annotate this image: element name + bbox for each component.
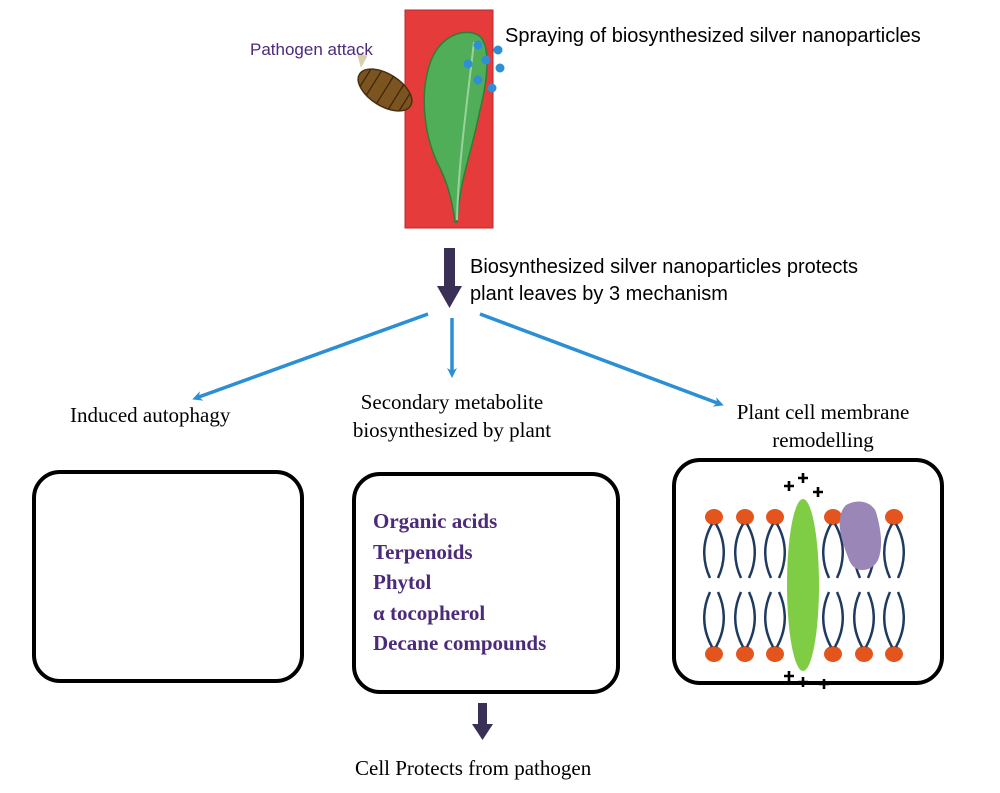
nanoparticle-droplets bbox=[463, 40, 505, 93]
lipid-tail bbox=[703, 591, 714, 648]
metabolite-item: Terpenoids bbox=[373, 539, 473, 564]
membrane-protein bbox=[787, 499, 819, 671]
droplet-icon bbox=[495, 63, 505, 73]
droplet-icon bbox=[487, 83, 497, 93]
lipid-tail bbox=[894, 523, 905, 579]
metabolite-item: Organic acids bbox=[373, 509, 498, 533]
lipid-head bbox=[705, 646, 723, 662]
lipid-head bbox=[736, 509, 754, 525]
membrane-diagram bbox=[703, 473, 905, 689]
mechanism-label: Biosynthesized silver nanoparticles prot… bbox=[470, 254, 858, 308]
secondary-metabolite-label: Secondary metabolite biosynthesized by p… bbox=[352, 388, 552, 444]
lipid-tail bbox=[714, 591, 725, 648]
positive-charge-icon bbox=[784, 671, 794, 681]
lipid-head bbox=[766, 509, 784, 525]
lipid-tail bbox=[853, 591, 864, 648]
lipid-tail bbox=[833, 523, 844, 579]
lipid-tail bbox=[822, 523, 833, 579]
mechanism-line-2: plant leaves by 3 mechanism bbox=[470, 283, 728, 305]
cell-protects-label: Cell Protects from pathogen bbox=[355, 756, 592, 780]
membrane-remodelling-line-2: remodelling bbox=[772, 428, 874, 452]
lipid-tail bbox=[894, 591, 905, 648]
main-down-arrow bbox=[437, 248, 462, 308]
spray-label: Spraying of biosynthesized silver nanopa… bbox=[505, 25, 921, 47]
mechanism-line-1: Biosynthesized silver nanoparticles prot… bbox=[470, 256, 858, 278]
secondary-metabolite-line-2: biosynthesized by plant bbox=[352, 418, 552, 442]
lipid-tail bbox=[833, 591, 844, 648]
pathogen-spore-icon bbox=[357, 53, 413, 112]
droplet-icon bbox=[463, 59, 473, 69]
arrow-to-membrane bbox=[479, 312, 724, 407]
metabolite-item: α tocopherol bbox=[373, 600, 486, 625]
membrane-remodelling-label: Plant cell membrane remodelling bbox=[723, 398, 923, 454]
pathogen-attack-label: Pathogen attack bbox=[250, 40, 373, 59]
lipid-head bbox=[885, 509, 903, 525]
metabolite-item: Decane compounds bbox=[373, 631, 547, 655]
lipid-tail bbox=[745, 591, 756, 648]
autophagy-box bbox=[32, 470, 304, 683]
lipid-tail bbox=[703, 523, 714, 579]
bound-nanoparticle bbox=[839, 501, 882, 571]
positive-charge-icon bbox=[784, 481, 794, 491]
lipid-tail bbox=[734, 523, 745, 579]
lipid-head bbox=[705, 509, 723, 525]
droplet-icon bbox=[473, 75, 483, 85]
leaf-icon bbox=[423, 31, 488, 223]
droplet-icon bbox=[473, 40, 483, 50]
secondary-metabolite-line-1: Secondary metabolite bbox=[360, 390, 544, 414]
lipid-tail bbox=[745, 523, 756, 579]
droplet-icon bbox=[493, 45, 503, 55]
metabolite-item: Phytol bbox=[373, 570, 432, 594]
membrane-remodelling-line-1: Plant cell membrane bbox=[736, 400, 910, 424]
lipid-head bbox=[824, 646, 842, 662]
lipid-head bbox=[885, 646, 903, 662]
lipid-head bbox=[824, 509, 842, 525]
lipid-tail bbox=[734, 591, 745, 648]
lipid-tail bbox=[714, 523, 725, 579]
droplet-icon bbox=[481, 55, 491, 65]
lipid-tail bbox=[883, 591, 894, 648]
lipid-tail bbox=[822, 591, 833, 648]
lipid-tail bbox=[883, 523, 894, 579]
positive-charge-icon bbox=[813, 487, 823, 497]
lipid-tail bbox=[775, 523, 786, 579]
branch-arrows bbox=[192, 312, 724, 407]
lipid-head bbox=[855, 646, 873, 662]
lipid-head bbox=[766, 646, 784, 662]
lipid-tail bbox=[864, 591, 875, 648]
positive-charge-icon bbox=[798, 473, 808, 483]
lipid-tail bbox=[764, 591, 775, 648]
induced-autophagy-label: Induced autophagy bbox=[70, 403, 231, 427]
arrow-to-autophagy bbox=[192, 312, 429, 401]
membrane-box bbox=[672, 458, 944, 685]
lipid-tail bbox=[775, 591, 786, 648]
lipid-tail bbox=[764, 523, 775, 579]
lipid-head bbox=[736, 646, 754, 662]
bottom-down-arrow bbox=[472, 703, 493, 740]
